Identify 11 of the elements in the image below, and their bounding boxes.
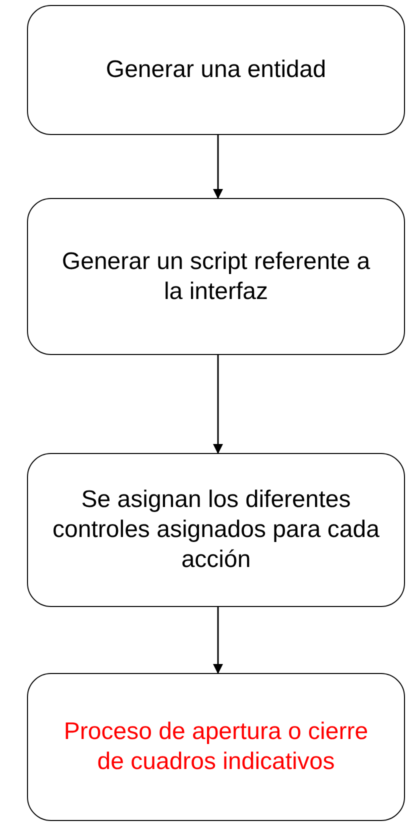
box-text: Proceso de apertura o cierre de cuadros indicativos: [62, 717, 370, 777]
arrow: [213, 355, 223, 454]
process-box: [27, 673, 405, 821]
arrow: [213, 607, 223, 674]
process-box: [27, 453, 405, 607]
box-text: Generar un script referente a la interfaz: [60, 246, 372, 306]
box-text: Se asignan los diferentes controles asignados para cada acción: [52, 485, 380, 575]
box-text: Generar una entidad: [106, 55, 326, 85]
arrow: [213, 135, 223, 199]
process-box: [27, 5, 405, 135]
process-box: [27, 198, 405, 355]
